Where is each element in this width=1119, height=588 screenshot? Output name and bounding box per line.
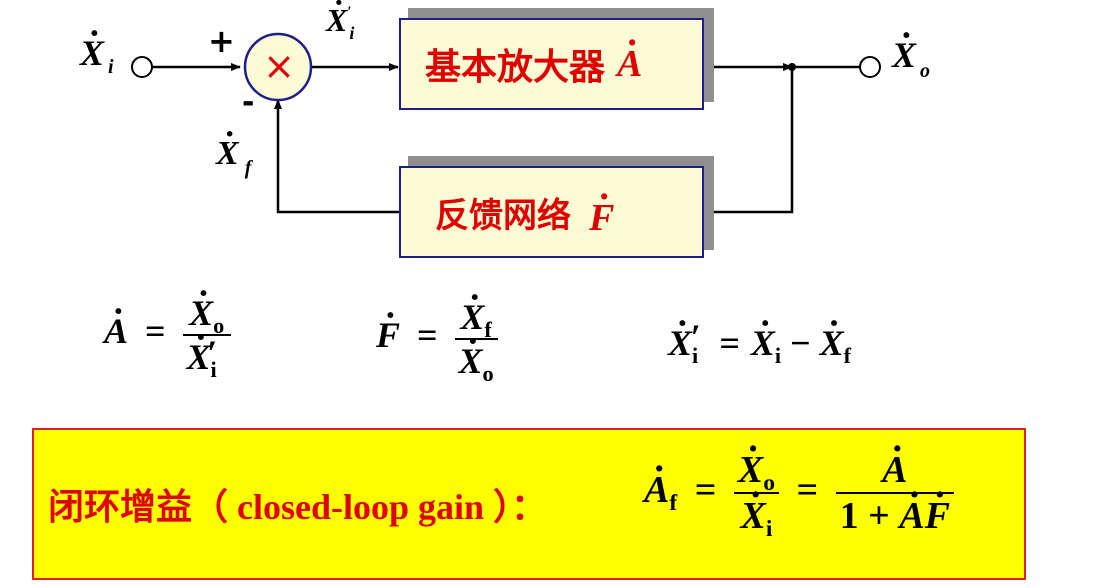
plus-sign: + (208, 22, 235, 60)
input-symbol-sub: i (108, 56, 114, 78)
feedback-wire-out (274, 99, 400, 214)
feedback-symbol-sub: f (244, 157, 252, 179)
formula-fb-frac: Xf Xo (454, 296, 498, 386)
minus-sign: - (242, 85, 255, 120)
formula-err-X2: X (751, 322, 775, 364)
cl-den-X: X (740, 494, 765, 538)
formula-err-eq: = (719, 323, 740, 363)
output-symbol-letter: X (892, 34, 916, 76)
output-symbol-sub: o (920, 60, 931, 82)
feedback-symbol-box: F (589, 196, 614, 240)
formula-gain-den-prime: ′ (206, 333, 217, 373)
closed-loop-panel: 闭环增益（ closed-loop gain ）： Af = Xo Xi = A… (32, 428, 1026, 580)
cl-eq2: = (796, 468, 819, 511)
closed-loop-formula: Af = Xo Xi = A 1 + AF (644, 448, 955, 542)
cl-frac2: A 1 + AF (835, 448, 955, 538)
summing-glyph: × (263, 44, 295, 88)
feedback-symbol: Xf (216, 135, 251, 179)
cl-frac1: Xo Xi (733, 448, 779, 542)
error-symbol-sub: i (349, 23, 355, 43)
formula-gain-den-X: X (187, 336, 211, 378)
cl-den-sub: i (765, 516, 773, 543)
formula-error: Xi′ = Xi − Xf (668, 317, 851, 368)
cl-frac2-num-A: A (882, 448, 907, 492)
formula-err-sub3: f (843, 342, 852, 368)
formula-err-minus: − (790, 323, 811, 363)
formula-gain-A: A (104, 310, 128, 352)
formula-err-sub1: i (692, 342, 699, 368)
formula-gain-den-sub: i (210, 356, 217, 382)
formula-err-prime: ′ (690, 317, 701, 357)
output-terminal (859, 56, 881, 78)
amplifier-label: 基本放大器 (425, 46, 606, 87)
error-symbol: Xi ' (326, 2, 357, 43)
formula-gain-num-sub: o (213, 312, 225, 338)
cl-A-sub: f (669, 489, 678, 516)
formula-feedback: F = Xf Xo (376, 296, 498, 386)
input-symbol: Xi (80, 32, 114, 78)
formula-fb-den-X: X (459, 340, 483, 382)
closed-loop-label: 闭环增益（ closed-loop gain ）： (48, 487, 548, 527)
error-symbol-prime: ' (346, 4, 351, 21)
feedback-label: 反馈网络 (435, 196, 571, 235)
feedback-wire-in (703, 67, 794, 216)
cl-eq1: = (694, 468, 717, 511)
cl-num-sub: o (763, 470, 775, 497)
input-terminal (131, 56, 153, 78)
formula-gain-eq: = (145, 311, 166, 352)
formula-fb-num-sub: f (484, 316, 492, 342)
formula-fb-F: F (376, 314, 400, 356)
input-symbol-letter: X (80, 32, 104, 74)
error-symbol-letter: X (326, 2, 347, 39)
cl-one-plus: 1 + (839, 495, 900, 537)
summing-junction (243, 32, 313, 102)
feedback-symbol-letter: X (216, 135, 239, 173)
output-symbol: Xo (892, 34, 930, 82)
formula-fb-den-sub: o (482, 360, 494, 386)
formula-err-sub2: i (774, 342, 782, 368)
formula-err-X1: X (668, 322, 692, 364)
formula-gain-frac: Xo Xi′ (182, 292, 231, 382)
formula-fb-eq: = (417, 315, 438, 356)
amplifier-box: 基本放大器 A (399, 18, 704, 110)
cl-den-A: A (899, 494, 924, 538)
formula-err-X3: X (820, 322, 844, 364)
cl-A: A (644, 468, 669, 512)
amplifier-symbol: A (617, 42, 642, 86)
formula-gain: A = Xo Xi′ (104, 292, 231, 382)
feedback-box: 反馈网络 F (399, 166, 704, 258)
cl-den-F: F (925, 494, 950, 538)
